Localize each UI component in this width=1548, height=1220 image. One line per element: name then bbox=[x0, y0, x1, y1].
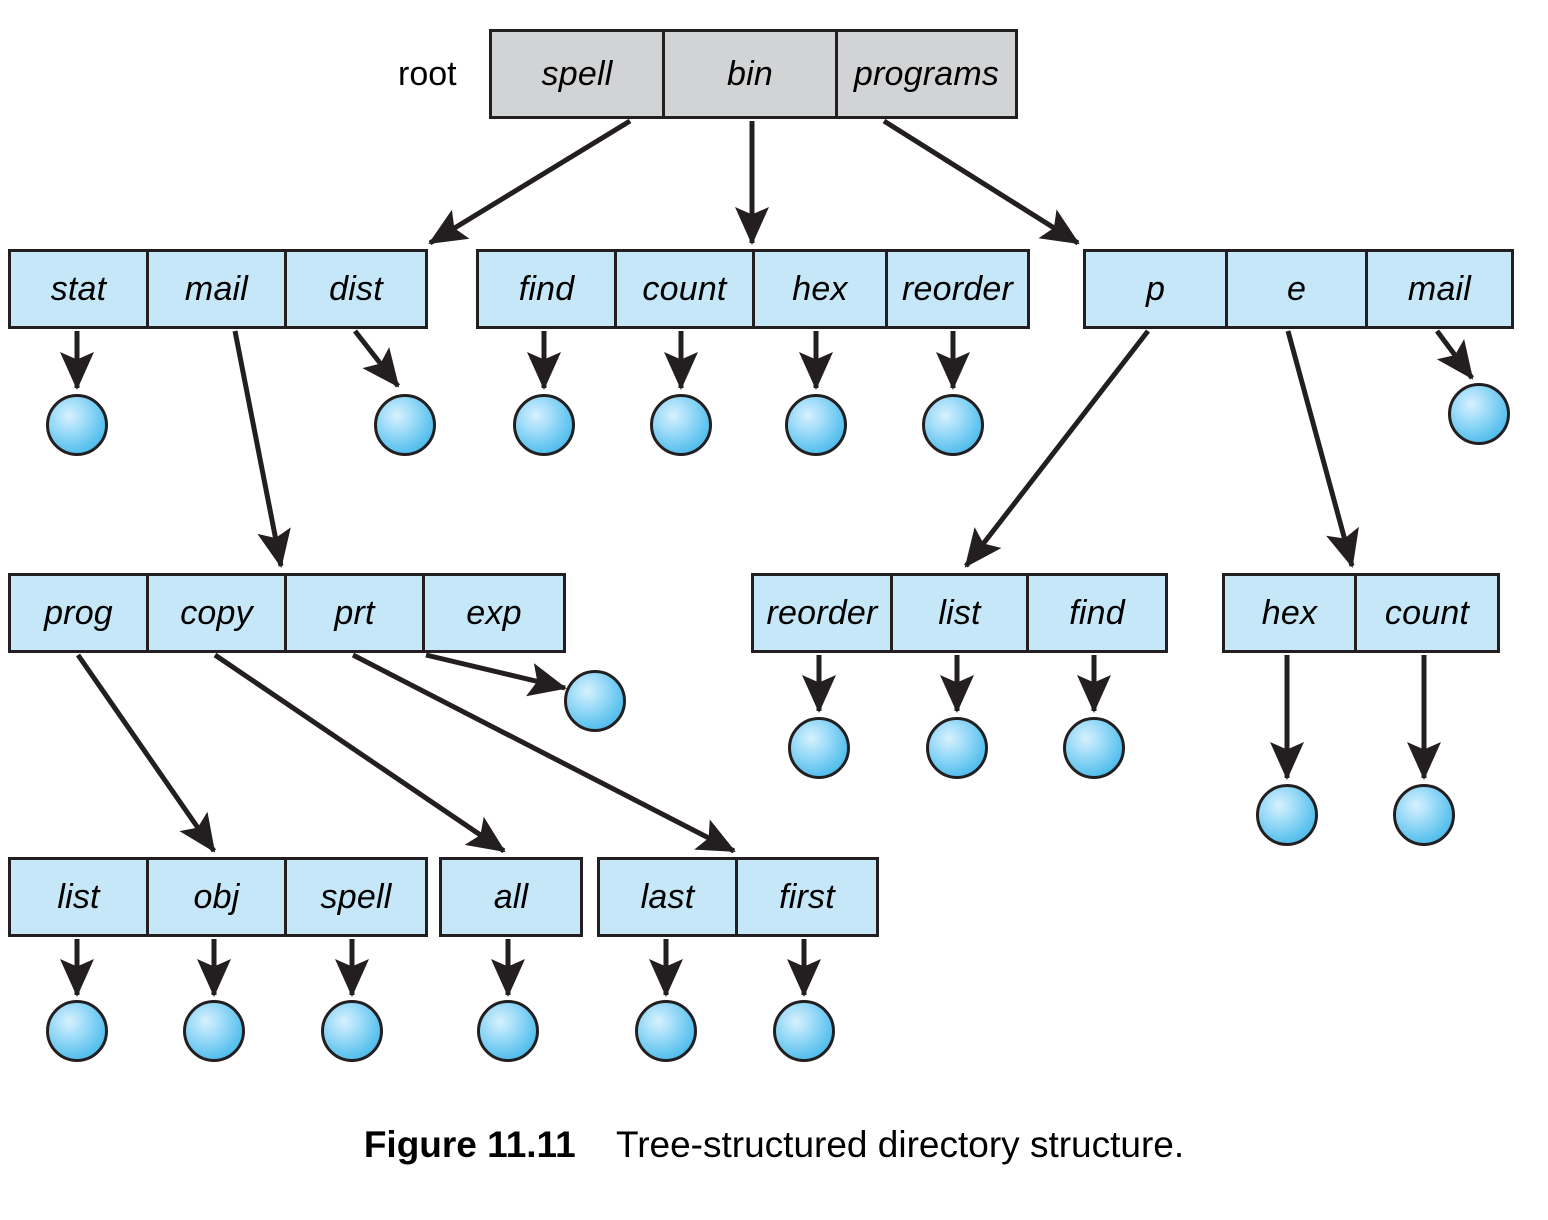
dir-cell-count[interactable]: count bbox=[1357, 576, 1497, 650]
file-node-file-e-hex[interactable] bbox=[1256, 784, 1318, 846]
root-label: root bbox=[398, 55, 457, 93]
file-node-file-all[interactable] bbox=[477, 1000, 539, 1062]
dir-cell-stat[interactable]: stat bbox=[11, 252, 149, 326]
dir-cell-list[interactable]: list bbox=[11, 860, 149, 934]
file-node-file-exp[interactable] bbox=[564, 670, 626, 732]
file-node-file-obj[interactable] bbox=[183, 1000, 245, 1062]
file-node-file-p-find[interactable] bbox=[1063, 717, 1125, 779]
dir-cell-obj[interactable]: obj bbox=[149, 860, 287, 934]
figure-number: Figure 11.11 bbox=[363, 1124, 576, 1165]
dir-cell-first[interactable]: first bbox=[738, 860, 876, 934]
dir-cell-all[interactable]: all bbox=[442, 860, 580, 934]
figure-caption-text: Tree-structured directory structure. bbox=[615, 1124, 1185, 1165]
dir-cell-programs[interactable]: programs bbox=[838, 32, 1015, 116]
edge-p-to-reorder-row bbox=[964, 329, 1150, 568]
dir-cell-mail[interactable]: mail bbox=[1368, 252, 1511, 326]
file-node-file-stat[interactable] bbox=[46, 394, 108, 456]
file-node-file-hex[interactable] bbox=[785, 394, 847, 456]
dir-cell-reorder[interactable]: reorder bbox=[888, 252, 1027, 326]
dir-cell-last[interactable]: last bbox=[600, 860, 738, 934]
file-node-file-last[interactable] bbox=[635, 1000, 697, 1062]
dir-cell-bin[interactable]: bin bbox=[665, 32, 838, 116]
dir-cell-hex[interactable]: hex bbox=[755, 252, 888, 326]
file-node-file-spell[interactable] bbox=[321, 1000, 383, 1062]
file-node-file-find[interactable] bbox=[513, 394, 575, 456]
dir-cell-exp[interactable]: exp bbox=[425, 576, 563, 650]
file-node-file-reorder[interactable] bbox=[922, 394, 984, 456]
edge-spell-to-stat-row bbox=[428, 118, 632, 246]
file-node-file-p-list[interactable] bbox=[926, 717, 988, 779]
file-node-file-first[interactable] bbox=[773, 1000, 835, 1062]
dir-cell-count[interactable]: count bbox=[617, 252, 755, 326]
dir-cell-prog[interactable]: prog bbox=[11, 576, 149, 650]
file-node-file-count[interactable] bbox=[650, 394, 712, 456]
edge-exp-to-file bbox=[425, 652, 567, 697]
dir-cell-list[interactable]: list bbox=[893, 576, 1029, 650]
directory-row-all-node: all bbox=[439, 857, 583, 937]
edge-dist-to-file bbox=[353, 329, 400, 388]
dir-cell-p[interactable]: p bbox=[1086, 252, 1228, 326]
dir-cell-copy[interactable]: copy bbox=[149, 576, 287, 650]
dir-cell-dist[interactable]: dist bbox=[287, 252, 425, 326]
file-node-file-e-count[interactable] bbox=[1393, 784, 1455, 846]
dir-cell-e[interactable]: e bbox=[1228, 252, 1368, 326]
dir-cell-find[interactable]: find bbox=[1029, 576, 1165, 650]
edge-prt-to-first bbox=[351, 652, 736, 854]
dir-cell-find[interactable]: find bbox=[479, 252, 617, 326]
dir-cell-reorder[interactable]: reorder bbox=[754, 576, 893, 650]
edge-pmail-to-file bbox=[1434, 329, 1475, 380]
edge-programs-to-p-row bbox=[882, 118, 1080, 246]
file-node-file-dist[interactable] bbox=[374, 394, 436, 456]
figure-caption: Figure 11.11 Tree-structured directory s… bbox=[0, 1124, 1548, 1166]
dir-cell-spell[interactable]: spell bbox=[287, 860, 425, 934]
file-node-file-list[interactable] bbox=[46, 1000, 108, 1062]
edge-prog-to-obj bbox=[75, 653, 217, 853]
dir-cell-hex[interactable]: hex bbox=[1225, 576, 1357, 650]
file-node-file-p-reorder[interactable] bbox=[788, 717, 850, 779]
dir-cell-mail[interactable]: mail bbox=[149, 252, 287, 326]
edge-e-to-hex-row bbox=[1285, 330, 1359, 568]
dir-cell-prt[interactable]: prt bbox=[287, 576, 425, 650]
edge-mail-to-prog-row bbox=[232, 330, 291, 568]
edge-copy-to-all bbox=[213, 652, 506, 854]
file-node-file-pmail[interactable] bbox=[1448, 383, 1510, 445]
dir-cell-spell[interactable]: spell bbox=[492, 32, 665, 116]
